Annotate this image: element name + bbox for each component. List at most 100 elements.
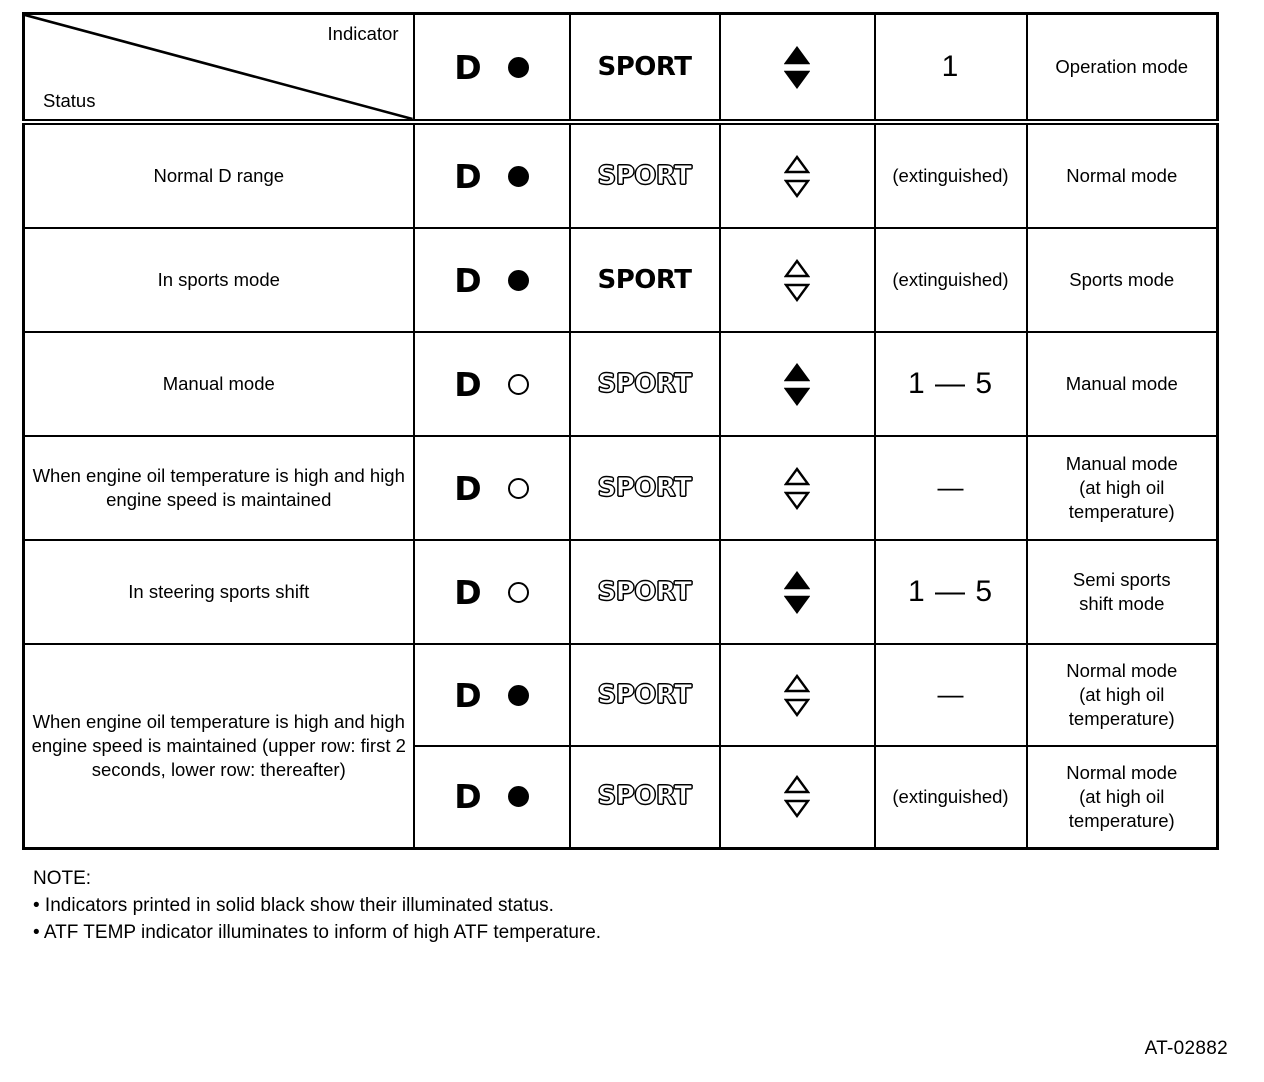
table-header-row: Indicator Status D SPORT 1 Operation mod…	[22, 12, 1219, 125]
d-indicator-cell: D	[412, 435, 571, 541]
shift-arrows-group	[721, 45, 874, 89]
header-corner-cell: Indicator Status	[22, 12, 415, 125]
arrow-up-icon	[784, 362, 810, 382]
gear-range-value: (extinguished)	[892, 785, 1009, 807]
gear-range-value: 1 — 5	[907, 366, 994, 400]
sport-indicator-cell: SPORT	[568, 227, 721, 333]
d-letter: D	[454, 156, 482, 196]
indicator-status-table-wrapper: Indicator Status D SPORT 1 Operation mod…	[22, 12, 1219, 850]
operation-mode-cell: Sports mode	[1025, 227, 1219, 333]
arrow-down-icon	[784, 179, 810, 198]
operation-mode-cell: Normal mode	[1025, 121, 1219, 229]
gear-position-cell: 1 — 5	[873, 539, 1028, 645]
shift-arrows-group	[721, 154, 874, 198]
header-gear-cell: 1	[873, 12, 1028, 125]
shift-arrows-group	[721, 775, 874, 819]
table-row: When engine oil temperature is high and …	[22, 435, 1219, 541]
gear-range-value: —	[937, 472, 964, 503]
gear-range-value: (extinguished)	[892, 269, 1009, 291]
gear-position-cell: (extinguished)	[873, 227, 1028, 333]
operation-mode-cell: Manual mode	[1025, 331, 1219, 437]
arrow-up-icon	[784, 570, 810, 590]
arrow-down-icon	[784, 491, 810, 510]
header-d-indicator-cell: D	[412, 12, 571, 125]
status-description-cell: Normal D range	[22, 121, 415, 229]
sport-indicator-label: SPORT	[597, 679, 692, 710]
header-indicator-label: Indicator	[327, 23, 399, 44]
shift-arrows-group	[721, 570, 874, 614]
header-gear-label: 1	[941, 49, 960, 83]
d-lamp-icon	[507, 786, 529, 808]
header-status-label: Status	[43, 90, 96, 112]
arrow-up-icon	[784, 258, 810, 278]
sport-indicator-cell: SPORT	[568, 539, 721, 645]
d-indicator-group: D	[415, 679, 569, 712]
sport-indicator-label: SPORT	[597, 472, 692, 503]
d-letter: D	[454, 47, 482, 87]
d-indicator-cell: D	[412, 539, 571, 645]
gear-position-cell: —	[873, 643, 1028, 747]
shift-arrows-cell	[718, 745, 876, 850]
gear-position-cell: (extinguished)	[873, 745, 1028, 850]
sport-indicator-label: SPORT	[597, 368, 692, 399]
shift-arrows-cell	[718, 227, 876, 333]
d-letter: D	[454, 260, 482, 300]
gear-range-value: 1 — 5	[907, 574, 994, 608]
status-description-cell: When engine oil temperature is high and …	[22, 643, 415, 850]
sport-indicator-cell: SPORT	[568, 331, 721, 437]
d-indicator-cell: D	[412, 643, 571, 747]
d-lamp-icon	[507, 684, 529, 706]
d-letter: D	[454, 777, 482, 817]
shift-arrows-group	[721, 258, 874, 302]
note-block: NOTE: • Indicators printed in solid blac…	[33, 866, 601, 947]
sport-indicator-cell: SPORT	[568, 435, 721, 541]
arrow-up-icon	[784, 466, 810, 486]
d-lamp-icon	[507, 56, 529, 78]
gear-position-cell: (extinguished)	[873, 121, 1028, 229]
d-indicator-cell: D	[412, 227, 571, 333]
d-letter: D	[454, 364, 482, 404]
table-row: D SPORT (extinguished) Normal mode(at hig…	[24, 745, 1219, 850]
shift-arrows-cell	[718, 121, 876, 229]
shift-arrows-group	[721, 466, 874, 510]
d-indicator-group: D	[415, 472, 569, 505]
d-lamp-icon	[507, 581, 529, 603]
status-description-cell: In steering sports shift	[22, 539, 415, 645]
sport-indicator-cell: SPORT	[568, 121, 721, 229]
note-item-1: • ATF TEMP indicator illuminates to info…	[33, 921, 602, 943]
note-title: NOTE:	[33, 868, 92, 889]
d-indicator-group: D	[415, 368, 569, 401]
shift-arrows-group	[721, 362, 874, 406]
note-item-0: • Indicators printed in solid black show…	[33, 894, 554, 916]
sport-indicator-cell: SPORT	[568, 745, 721, 850]
gear-range-value: —	[937, 679, 964, 710]
arrow-up-icon	[784, 775, 810, 794]
shift-arrows-cell	[718, 643, 876, 747]
gear-position-cell: 1 — 5	[873, 331, 1028, 437]
d-lamp-icon	[507, 373, 529, 395]
d-indicator-cell: D	[412, 331, 571, 437]
header-operation-mode-cell: Operation mode	[1025, 12, 1219, 125]
d-letter: D	[454, 675, 482, 715]
sport-indicator-cell: SPORT	[568, 643, 721, 747]
shift-arrows-cell	[718, 435, 876, 541]
gear-range-value: (extinguished)	[892, 165, 1009, 187]
d-lamp-icon	[507, 269, 529, 291]
arrow-down-icon	[784, 283, 810, 302]
d-letter: D	[454, 468, 482, 508]
d-lamp-icon	[507, 477, 529, 499]
d-indicator-cell: D	[412, 121, 571, 229]
indicator-status-table: Indicator Status D SPORT 1 Operation mod…	[22, 12, 1219, 850]
d-lamp-icon	[507, 165, 529, 187]
d-indicator-group: D	[415, 160, 569, 193]
sport-indicator-label: SPORT	[597, 51, 692, 82]
table-row: When engine oil temperature is high and …	[22, 643, 1219, 850]
table-row: In steering sports shift D SPORT 1 — 5 Se…	[22, 539, 1219, 645]
arrow-down-icon	[784, 595, 810, 614]
d-indicator-group: D	[415, 576, 569, 609]
